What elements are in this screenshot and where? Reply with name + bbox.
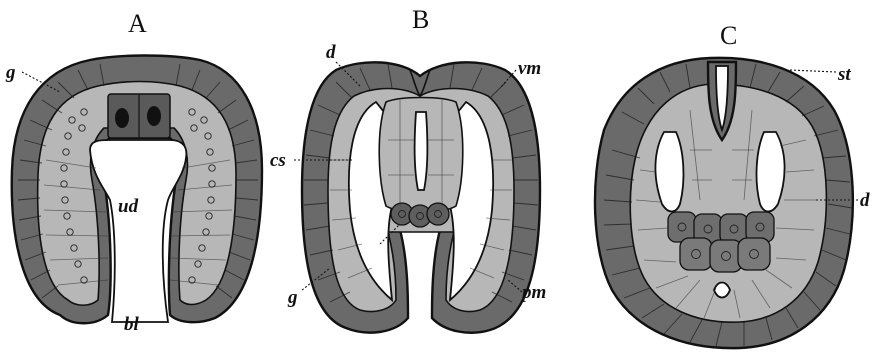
panel-c-cell-blocks	[668, 212, 774, 272]
panel-b-label-d: d	[326, 42, 336, 63]
panel-a-label-bl: bl	[124, 314, 140, 335]
panel-b-label-vm: vm	[518, 58, 541, 79]
panel-a-nucleus-right	[147, 106, 161, 126]
panel-b-label-cs: cs	[270, 150, 286, 171]
panel-c-cavity-right	[757, 132, 785, 212]
panel-a: A	[5, 9, 262, 335]
panel-a-letter: A	[128, 9, 147, 38]
panel-a-label-ud: ud	[118, 196, 139, 217]
panel-a-nucleus-left	[115, 108, 129, 128]
panel-b-cell-row	[391, 203, 449, 227]
panel-a-label-g: g	[5, 62, 16, 83]
panel-b-label-pm: pm	[520, 282, 546, 303]
panel-c: C	[595, 21, 870, 348]
panel-b-label-g: g	[287, 287, 298, 308]
panel-b-letter: B	[412, 5, 429, 34]
panel-c-cavity-left	[655, 132, 683, 212]
panel-c-label-d: d	[860, 190, 870, 211]
panel-c-letter: C	[720, 21, 737, 50]
panel-b: B	[270, 5, 546, 333]
panel-c-label-st: st	[837, 64, 851, 85]
